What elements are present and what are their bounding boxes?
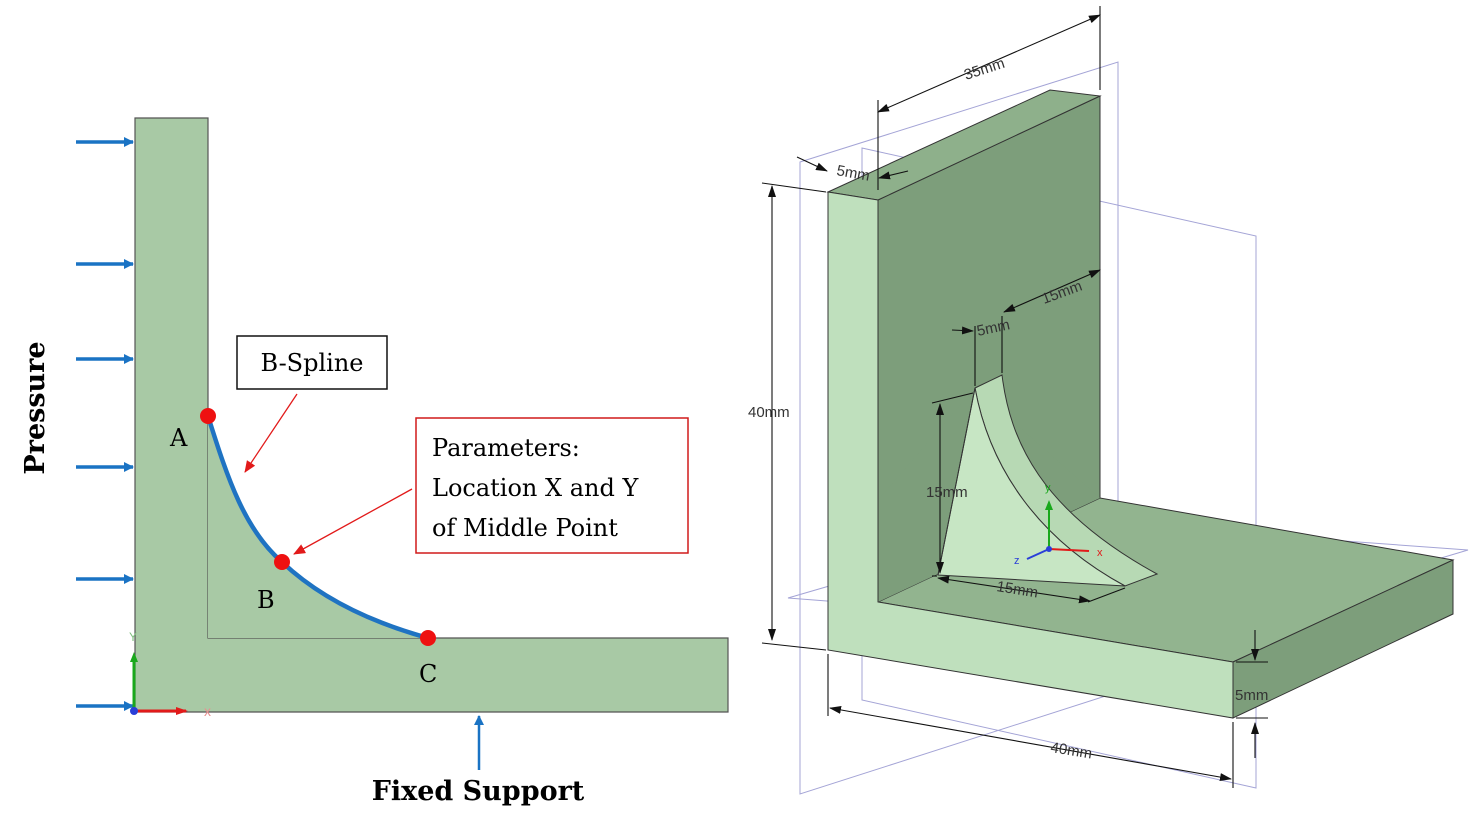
l-bracket-body [134, 117, 729, 713]
point-c-label: C [419, 660, 437, 688]
axis-y-label: Y [129, 630, 137, 644]
parameters-line-2: Location X and Y [432, 474, 639, 502]
fixed-support-label: Fixed Support [372, 776, 585, 807]
b-spline-pointer-arrow [244, 393, 298, 473]
coordinate-triad-2d: Y x [129, 630, 211, 719]
parameters-pointer-arrow [293, 488, 413, 555]
wall-front-face [827, 191, 1234, 719]
point-b-label: B [257, 586, 275, 614]
triad-y-label: y [1045, 482, 1051, 494]
dim-40mm-height-label: 40mm [748, 404, 790, 421]
pressure-label: Pressure [20, 341, 51, 474]
right-panel: y x z [748, 6, 1469, 795]
point-c-marker [420, 630, 436, 646]
dim-35mm-label: 35mm [962, 55, 1007, 84]
dimension-lines [761, 6, 1268, 788]
rib-flat-face [937, 387, 1126, 587]
point-b-marker [274, 554, 290, 570]
fillet-region [208, 416, 428, 638]
triad-x-label: x [1097, 547, 1103, 559]
left-panel: A B C Pressure Fixed Support B-Spline Pa… [20, 117, 729, 807]
parameters-line-3: of Middle Point [432, 514, 618, 542]
coordinate-triad-3d: y x z [1014, 482, 1103, 567]
triad-z-label: z [1014, 555, 1020, 567]
dim-top-5mm-label: 5mm [835, 162, 871, 185]
dim-base-5mm-label: 5mm [1235, 687, 1268, 704]
point-a-marker [200, 408, 216, 424]
b-spline-callout-label: B-Spline [260, 349, 363, 377]
axis-x-label: x [204, 703, 211, 719]
parameters-callout-box [415, 417, 689, 554]
dim-rib-height-15mm-label: 15mm [926, 484, 968, 501]
dim-rib-base-15mm-label: 15mm [995, 578, 1039, 601]
point-a-label: A [169, 424, 188, 452]
dim-base-40mm-label: 40mm [1049, 739, 1093, 762]
parameters-line-1: Parameters: [432, 434, 580, 462]
b-spline-callout-box [236, 335, 388, 390]
dim-rib-5mm-label: 5mm [975, 316, 1011, 340]
pressure-arrows [76, 137, 134, 711]
